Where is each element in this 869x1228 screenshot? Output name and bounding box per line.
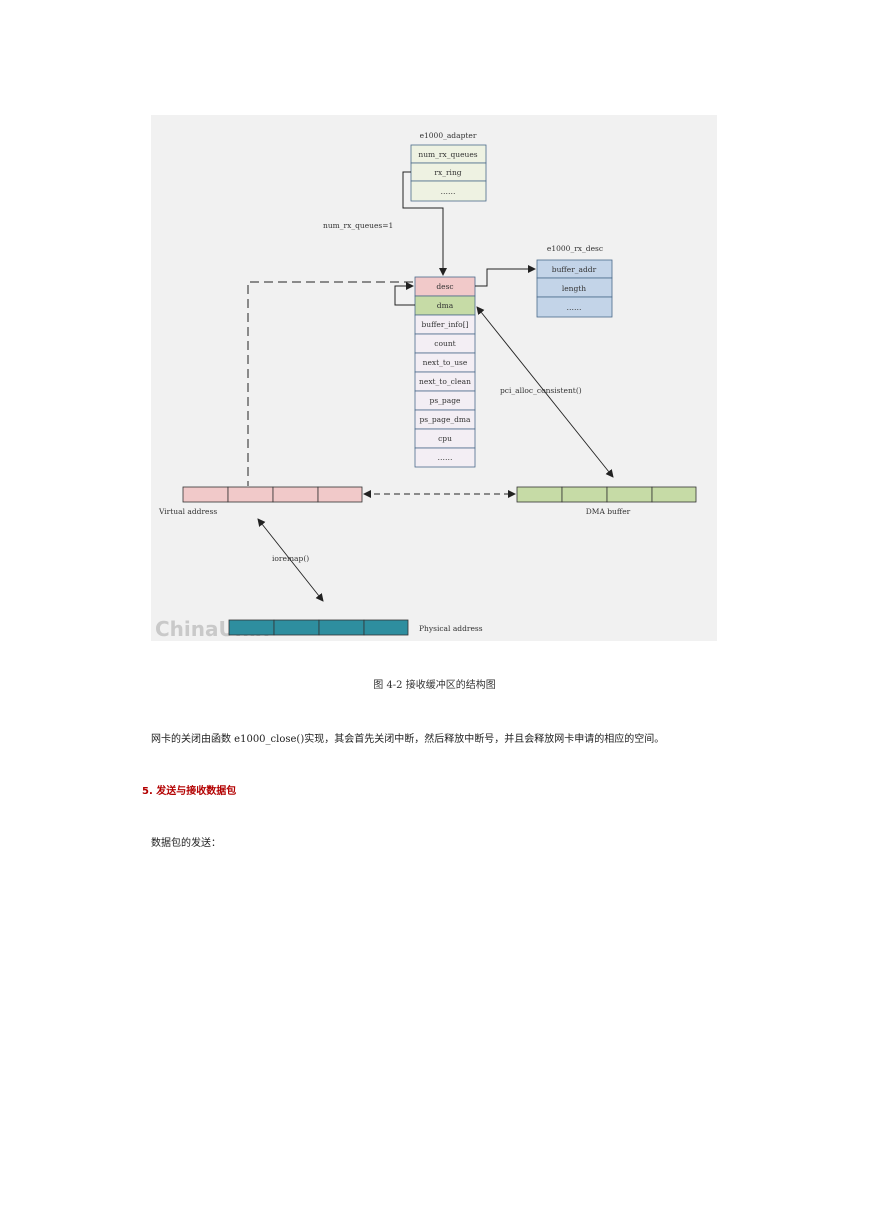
ring-field-cpu: cpu [438, 434, 452, 443]
adapter-struct: num_rx_queues rx_ring …… [410, 144, 487, 202]
rx-desc-struct: buffer_addr length …… [536, 259, 613, 318]
adapter-field-num-rx-queues: num_rx_queues [418, 150, 477, 159]
ring-field-next-to-clean: next_to_clean [419, 377, 471, 386]
rxdesc-field-length: length [562, 284, 586, 293]
physical-address-buffer [228, 619, 409, 636]
close-description-paragraph: 网卡的关闭由函数 e1000_close()实现，其会首先关闭中断，然后释放中断… [151, 734, 665, 745]
send-packets-paragraph: 数据包的发送： [151, 838, 221, 849]
ring-field-buffer-info: buffer_info[] [421, 320, 468, 329]
rx-ring-struct: desc dma buffer_info[] count next_to_use… [414, 276, 476, 468]
rxdesc-title: e1000_rx_desc [547, 244, 603, 253]
rxdesc-field-more: …… [567, 303, 582, 312]
ring-field-count: count [434, 339, 455, 348]
adapter-title: e1000_adapter [420, 131, 477, 140]
ioremap-arrow [257, 518, 324, 602]
rx-buffer-structure-figure: e1000_adapter num_rx_queues rx_ring …… n… [151, 115, 717, 641]
ring-field-more: …… [438, 453, 453, 462]
dma-desc-loop-arrow [394, 282, 415, 306]
figure-diagram: e1000_adapter num_rx_queues rx_ring …… n… [155, 131, 697, 641]
virtual-address-label: Virtual address [158, 507, 217, 516]
desc-pointer-arrow [475, 265, 536, 287]
section-heading: 5. 发送与接收数据包 [142, 786, 237, 797]
ring-field-ps-page: ps_page [430, 396, 461, 405]
ring-field-ps-page-dma: ps_page_dma [419, 415, 471, 424]
ring-field-dma: dma [437, 301, 454, 310]
ring-field-desc: desc [436, 282, 453, 291]
physical-address-label: Physical address [419, 624, 483, 633]
virtual-address-buffer [182, 486, 363, 503]
dma-buffer [516, 486, 697, 503]
adapter-field-rx-ring: rx_ring [434, 168, 461, 177]
figure-caption: 图 4-2 接收缓冲区的结构图 [373, 680, 496, 691]
desc-virtual-dashed-link [247, 281, 413, 486]
ioremap-label: ioremap() [272, 554, 309, 563]
pci-alloc-label: pci_alloc_consistent() [500, 386, 582, 395]
dma-buffer-label: DMA buffer [586, 507, 631, 516]
pci-alloc-arrow [476, 306, 614, 478]
rxdesc-field-buffer-addr: buffer_addr [552, 265, 597, 274]
rx-ring-pointer-arrow [402, 171, 447, 276]
queues-note: num_rx_queues=1 [323, 221, 393, 230]
ring-field-next-to-use: next_to_use [423, 358, 468, 367]
adapter-field-more: …… [441, 187, 456, 196]
